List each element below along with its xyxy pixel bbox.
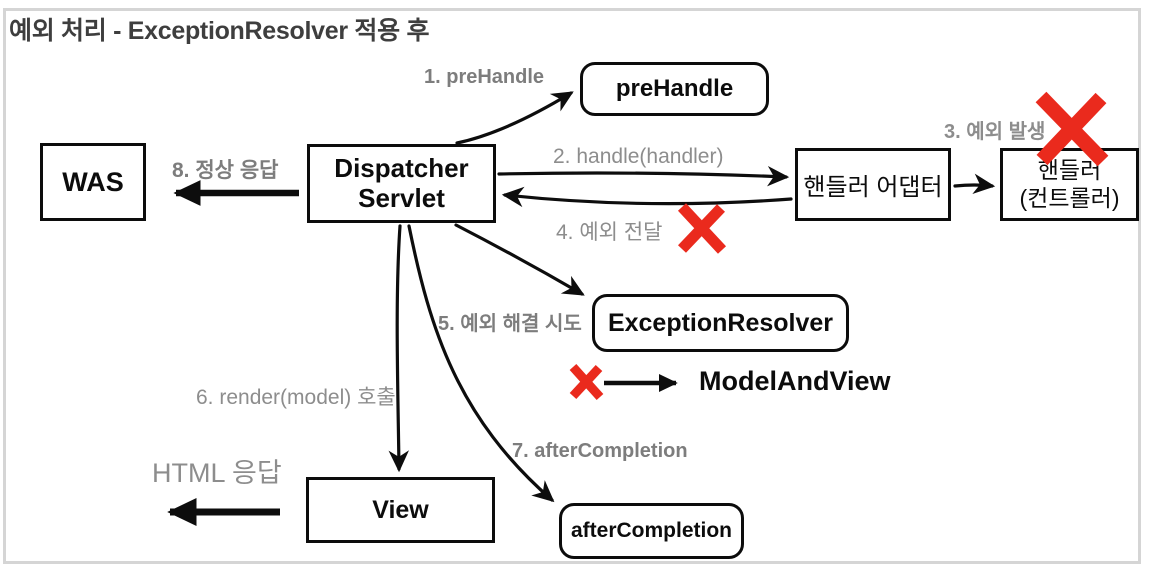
was-label: WAS [62,166,124,197]
was-box: WAS [40,143,146,221]
handler-controller-box: 핸들러 (컨트롤러) [1000,148,1139,221]
handler-adapter-box: 핸들러 어댑터 [795,148,951,221]
dispatcher-servlet-box: Dispatcher Servlet [307,144,496,223]
view-box: View [306,477,495,543]
flow-label-step3: 3. 예외 발생 [944,121,1046,143]
aftercompletion-box: afterCompletion [559,503,744,559]
prehandle-box: preHandle [580,62,769,116]
prehandle-label: preHandle [615,75,734,102]
arrow-step1-prehandle [455,91,574,145]
flow-label-step5: 5. 예외 해결 시도 [438,313,582,335]
arrow-step6-render-view [388,224,410,473]
flow-label-step6: 6. render(model) 호출 [196,386,396,409]
dispatcher-servlet-label-line2: Servlet [358,182,445,213]
handler-label-line2: (컨트롤러) [1019,184,1120,211]
arrow-step5-exception-resolver [454,223,585,296]
handler-adapter-label: 핸들러 어댑터 [803,174,943,201]
error-x-icon-exception-pass [677,203,727,254]
arrow-adapter-to-handler [953,173,996,195]
html-response-label: HTML 응답 [152,458,282,488]
flow-label-step8: 8. 정상 응답 [172,159,279,182]
view-label: View [372,495,429,524]
flow-label-step4: 4. 예외 전달 [556,221,663,244]
exception-resolver-box: ExceptionResolver [592,294,849,352]
arrow-step4-exception-return [501,186,793,208]
error-x-icon-modelandview [569,363,604,401]
modelandview-label: ModelAndView [699,366,891,396]
page-title: 예외 처리 - ExceptionResolver 적용 후 [9,17,430,45]
aftercompletion-label: afterCompletion [570,519,732,542]
exception-resolver-label: ExceptionResolver [607,308,834,337]
arrow-step2-handle [497,165,790,187]
flow-label-step7: 7. afterCompletion [512,440,688,462]
flow-label-step1: 1. preHandle [424,66,545,88]
flow-label-step2: 2. handle(handler) [553,145,724,168]
arrow-step7-aftercompletion [407,224,555,503]
dispatcher-servlet-label-line1: Dispatcher [334,153,469,184]
error-x-icon-handler [1035,91,1109,167]
